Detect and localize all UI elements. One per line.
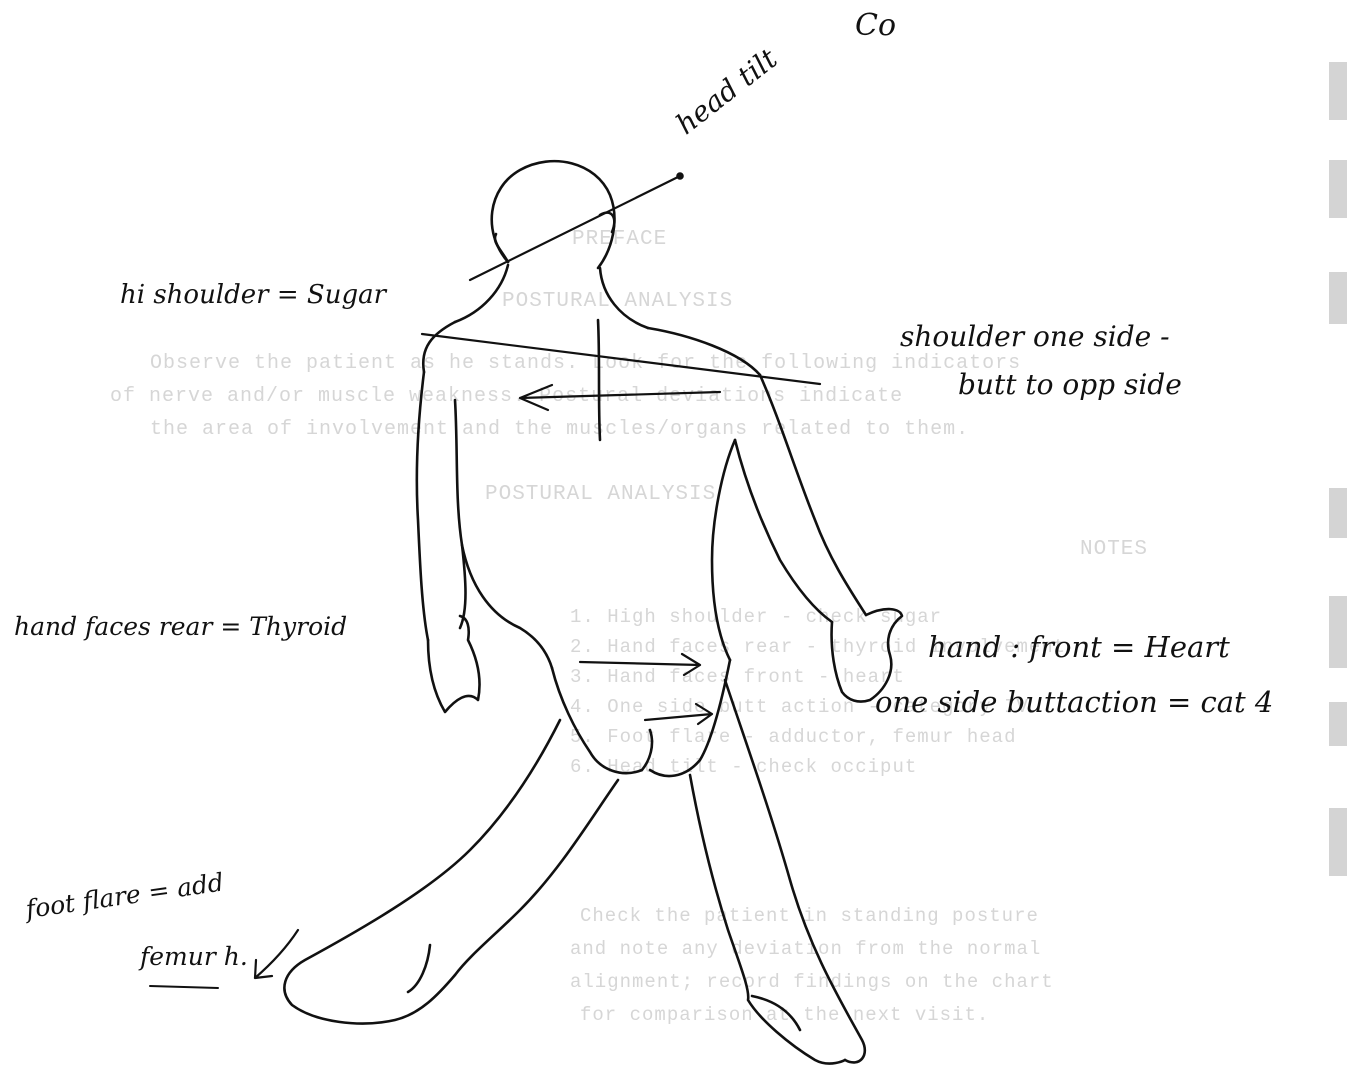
neck-right (600, 268, 648, 328)
right-leg-inner (690, 775, 845, 1064)
spine (598, 320, 600, 440)
foot-flare-note-line2: femur h. (140, 942, 248, 971)
high-shoulder-note: hi shoulder = Sugar (120, 280, 386, 310)
left-leg-outer (284, 720, 560, 1024)
right-leg-outer (725, 680, 865, 1062)
arrow-butt-upper (580, 654, 700, 675)
buttocks (552, 668, 652, 773)
left-hand (428, 616, 480, 712)
head-tilt-line (470, 176, 680, 280)
left-foot-detail (408, 945, 430, 992)
left-leg-inner (455, 780, 618, 975)
torso-left (462, 545, 552, 668)
head-tilt-line-end (678, 174, 683, 179)
right-arm-inner (735, 440, 832, 622)
arrow-butt-lower (645, 704, 712, 724)
ear-left (495, 234, 508, 262)
hand-front-note: hand : front = Heart (928, 630, 1230, 664)
right-arm-outer (760, 375, 866, 615)
hand-rear-note: hand faces rear = Thyroid (14, 612, 347, 641)
corner-mark-note: Co (855, 8, 896, 43)
left-arm-outer (417, 372, 428, 640)
left-arm-inner (455, 400, 466, 628)
shoulder-left (423, 322, 455, 372)
shoulder-butt-note-line2: butt to opp side (958, 368, 1182, 401)
shoulder-line (422, 334, 820, 384)
foot-flare-underline (150, 986, 218, 988)
butt-action-note: one side buttaction = cat 4 (875, 685, 1273, 719)
shoulder-butt-note-line1: shoulder one side - (900, 320, 1170, 353)
head-outline (492, 161, 615, 268)
torso-right (712, 440, 735, 660)
shoulder-right (648, 328, 760, 375)
arrow-left-shoulder (520, 385, 720, 410)
